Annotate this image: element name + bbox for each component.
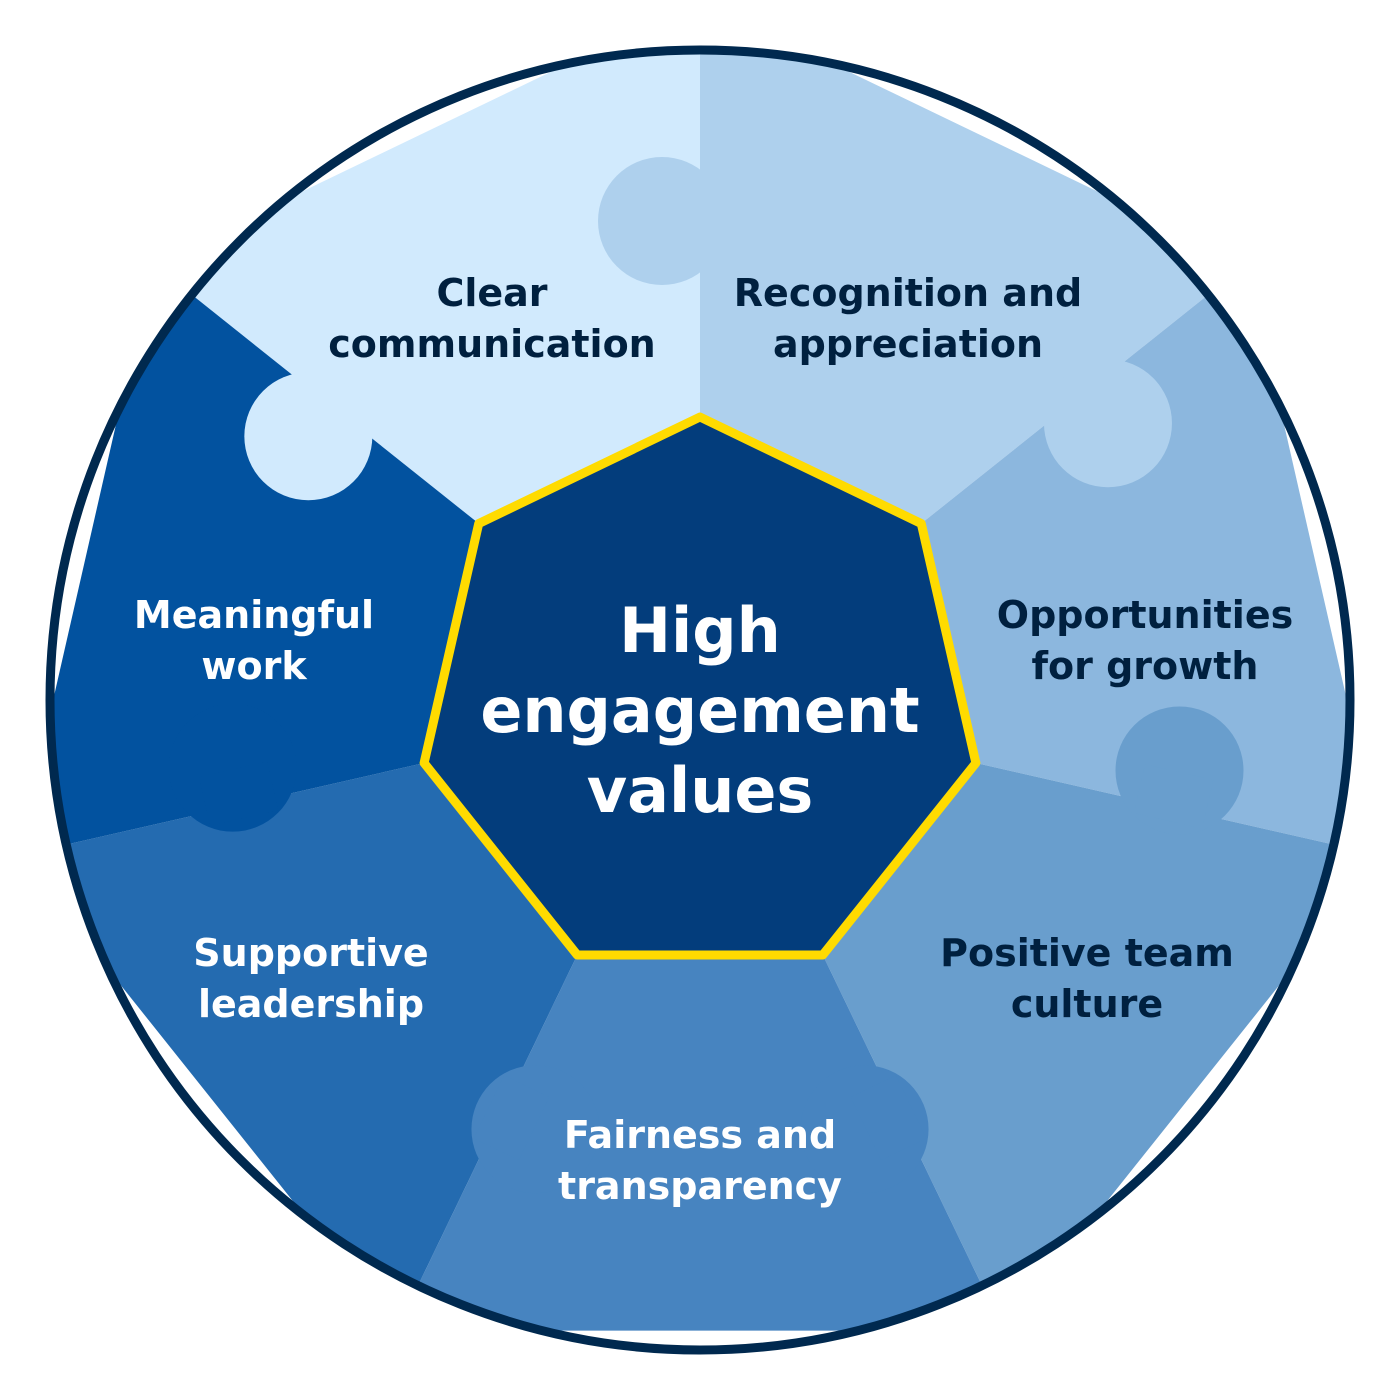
- segment-label-line: leadership: [198, 982, 424, 1026]
- segment-label-line: communication: [328, 322, 655, 366]
- segment-label-line: Positive team: [940, 931, 1234, 975]
- segment-label-fairness-and-transparency: Fairness and transparency: [558, 1113, 842, 1208]
- segment-label-recognition-and-appreciation: Recognition and appreciation: [734, 271, 1082, 366]
- segment-label-line: culture: [1011, 982, 1163, 1026]
- outer-ring: [45, 45, 1355, 1355]
- puzzle-knob-neck: [473, 1075, 550, 1161]
- segment-label-line: appreciation: [773, 322, 1043, 366]
- center-heptagon: [419, 412, 981, 960]
- puzzle-knob-neck: [198, 761, 279, 826]
- segment-label-line: Recognition and: [734, 271, 1082, 315]
- segment-label-line: Opportunities: [997, 593, 1293, 637]
- segment-label-line: Clear: [436, 271, 547, 315]
- segment-label-line: transparency: [558, 1164, 842, 1208]
- center-title-line: values: [587, 754, 814, 827]
- segment-label-supportive-leadership: Supportive leadership: [193, 931, 428, 1026]
- puzzle-knob-neck: [850, 1075, 927, 1161]
- segment-label-opportunities-for-growth: Opportunities for growth: [997, 593, 1293, 688]
- puzzle-knob-neck: [1133, 764, 1214, 829]
- segment-label-line: work: [201, 644, 307, 688]
- segment-label-meaningful-work: Meaningful work: [134, 593, 374, 688]
- puzzle-knob-neck: [281, 374, 368, 457]
- center-title-line: High: [619, 594, 781, 667]
- segment-label-clear-communication: Clear communication: [328, 271, 655, 366]
- segment-label-line: Supportive: [193, 931, 428, 975]
- puzzle-knob-neck: [663, 186, 714, 257]
- segment-label-line: for growth: [1032, 644, 1259, 688]
- puzzle-knob-neck: [1048, 361, 1135, 444]
- segment-label-line: Fairness and: [564, 1113, 836, 1157]
- center-title-line: engagement: [480, 674, 919, 747]
- segment-label-positive-team-culture: Positive team culture: [940, 931, 1234, 1026]
- segment-label-line: Meaningful: [134, 593, 374, 637]
